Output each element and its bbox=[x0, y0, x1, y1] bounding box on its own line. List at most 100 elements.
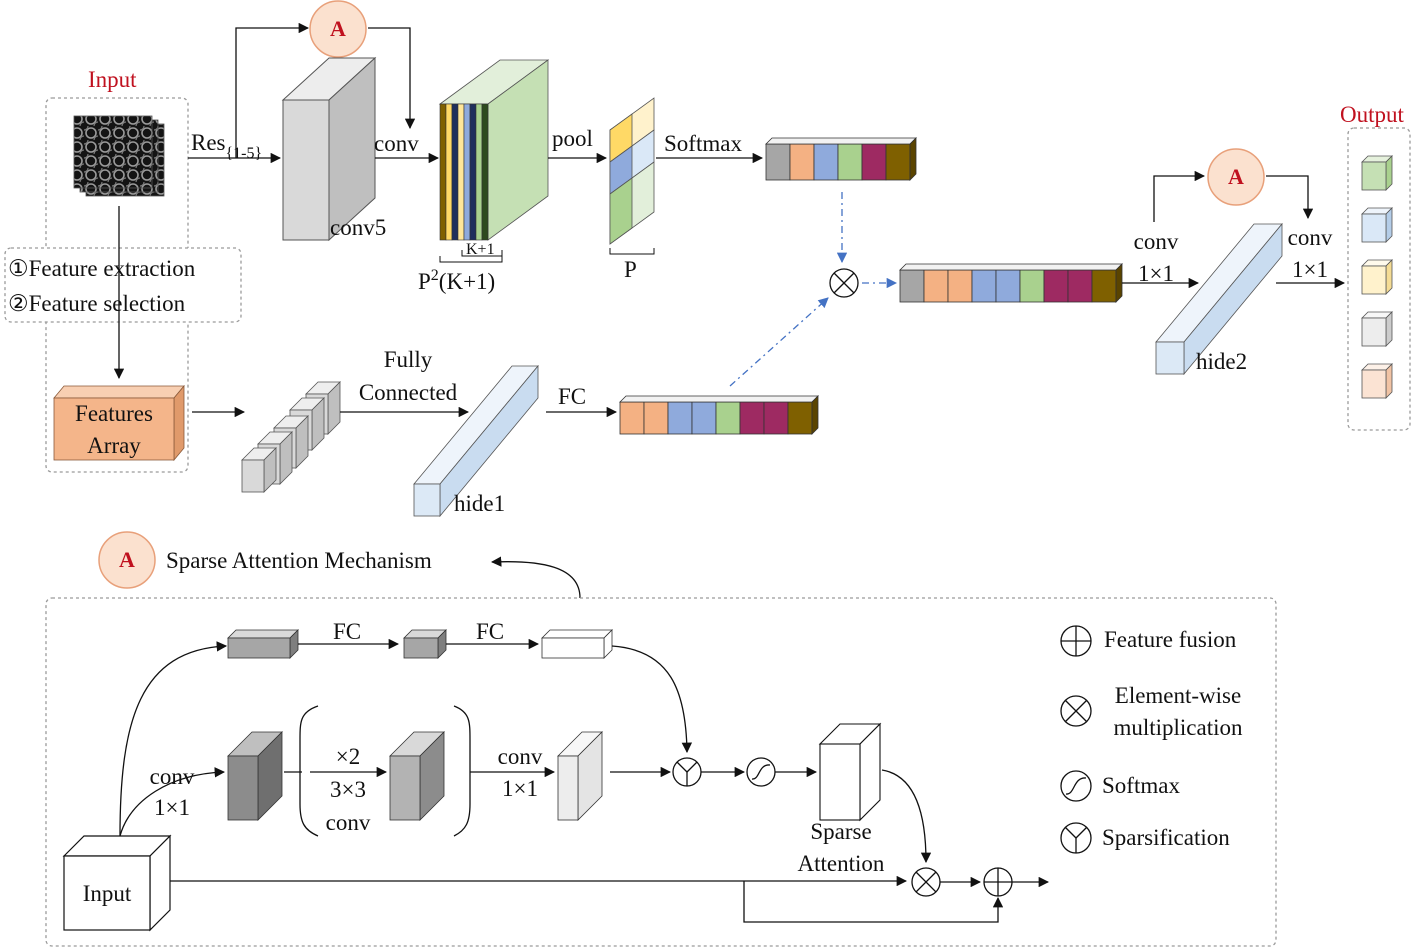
res-label: Res{1-5} bbox=[191, 130, 262, 162]
sparse-attention-line2: Attention bbox=[797, 851, 885, 876]
output-panel bbox=[1347, 127, 1411, 431]
fc2-label: FC bbox=[476, 619, 505, 644]
brace-k1 bbox=[461, 250, 503, 257]
attention-badge-bottom bbox=[98, 531, 156, 589]
fc-block-1 bbox=[227, 629, 299, 659]
arrow-to-title bbox=[490, 556, 581, 599]
legend-sparsify-icon bbox=[1060, 822, 1092, 854]
legend-mult-line1: Element-wise bbox=[1114, 683, 1242, 708]
features-array-block bbox=[53, 384, 185, 462]
mult-circle-top bbox=[829, 268, 859, 298]
repeat-line1: ×2 bbox=[335, 744, 361, 769]
input-bottom-label: Input bbox=[82, 881, 132, 906]
attention-badge-top-label: A bbox=[330, 16, 346, 41]
conv-label: conv bbox=[374, 131, 419, 156]
attention-badge-bottom-label: A bbox=[119, 547, 135, 572]
curve-fc-to-sparsify bbox=[611, 645, 693, 754]
hide1-block bbox=[413, 364, 539, 518]
brace-p bbox=[609, 248, 655, 255]
legend-sparsification-label: Sparsification bbox=[1102, 825, 1230, 850]
arrow-to-right-attention bbox=[1153, 170, 1206, 222]
input-cube-bottom bbox=[62, 834, 172, 932]
pool-label: pool bbox=[552, 126, 593, 151]
conv-block-3 bbox=[557, 731, 603, 821]
fully-connected-line1: Fully bbox=[383, 347, 433, 372]
legend-fusion-icon bbox=[1060, 625, 1092, 657]
conv1x1-right-line2: 1×1 bbox=[1292, 257, 1328, 282]
fc1-label: FC bbox=[333, 619, 362, 644]
sam-title: Sparse Attention Mechanism bbox=[166, 548, 432, 573]
bracket-right bbox=[453, 705, 471, 837]
p2k1-superscript: 2 bbox=[430, 267, 439, 284]
repeat-line3: conv bbox=[325, 810, 371, 835]
output-title: Output bbox=[1340, 102, 1404, 127]
pooled-grid bbox=[609, 97, 655, 245]
fc-block-2 bbox=[403, 629, 447, 659]
vector-top bbox=[765, 137, 917, 181]
k1-label: K+1 bbox=[466, 241, 495, 258]
attention-badge-top bbox=[309, 0, 367, 58]
sam-panel bbox=[45, 597, 1277, 947]
score-maps-stack bbox=[438, 59, 550, 241]
fc-block-3 bbox=[541, 629, 613, 659]
p2k1-main: P bbox=[418, 269, 431, 294]
residual-path bbox=[743, 881, 1004, 923]
softmax-label: Softmax bbox=[664, 131, 742, 156]
conv-bottom-line2: 1×1 bbox=[154, 795, 190, 820]
sparsify-node bbox=[672, 757, 702, 787]
arrow-from-right-attention bbox=[1266, 175, 1314, 220]
conv2-bottom-line1: conv bbox=[497, 744, 543, 769]
sparse-attention-block bbox=[818, 722, 882, 822]
repeat-line2: 3×3 bbox=[330, 777, 366, 802]
curve-to-conv-branch bbox=[119, 767, 226, 837]
conv-block-1 bbox=[227, 731, 283, 821]
conv5-label: conv5 bbox=[330, 215, 387, 240]
legend-mult-line2: multiplication bbox=[1113, 715, 1243, 740]
input-image-stack bbox=[73, 115, 165, 197]
conv2-bottom-line2: 1×1 bbox=[502, 776, 538, 801]
arrow-to-top-attention bbox=[235, 22, 310, 158]
mult-node-bottom bbox=[911, 867, 941, 897]
sparse-attention-line1: Sparse bbox=[810, 819, 872, 844]
softmax-node bbox=[746, 757, 776, 787]
p2k1-label: P2(K+1) bbox=[418, 267, 496, 294]
bracket-left bbox=[299, 705, 319, 837]
legend-softmax-icon bbox=[1060, 770, 1092, 802]
step1-label: ①Feature extraction bbox=[8, 256, 196, 281]
attention-badge-right-label: A bbox=[1228, 164, 1244, 189]
legend-softmax-label: Softmax bbox=[1102, 773, 1180, 798]
conv1x1-right-line1: conv bbox=[1287, 225, 1333, 250]
features-array-line2: Array bbox=[87, 433, 141, 458]
conv1x1-left-line1: conv bbox=[1133, 229, 1179, 254]
brace-p2k1 bbox=[439, 256, 503, 263]
fully-connected-line2: Connected bbox=[358, 380, 458, 405]
hide2-block bbox=[1155, 222, 1283, 376]
vector-lower bbox=[619, 395, 819, 435]
res-subscript: {1-5} bbox=[225, 145, 263, 162]
input-title: Input bbox=[88, 67, 137, 92]
dashdot-arrow-up bbox=[729, 297, 829, 387]
attention-badge-right bbox=[1207, 148, 1265, 206]
features-array-line1: Features bbox=[75, 401, 153, 426]
arrow-from-top-attention bbox=[368, 27, 416, 130]
conv-bottom-line1: conv bbox=[149, 764, 195, 789]
conv-block-2 bbox=[389, 731, 445, 821]
res-text: Res bbox=[191, 130, 226, 155]
legend-mult-icon bbox=[1060, 695, 1092, 727]
p2k1-rest: (K+1) bbox=[438, 269, 496, 294]
vector-combined bbox=[899, 263, 1123, 303]
curve-attention-to-mult bbox=[881, 769, 932, 864]
p-label: P bbox=[624, 257, 637, 282]
cube-chain bbox=[241, 381, 341, 493]
curve-to-fc-branch bbox=[119, 641, 228, 837]
output-cubes bbox=[1361, 155, 1393, 399]
conv5-block bbox=[281, 56, 377, 242]
legend-fusion-label: Feature fusion bbox=[1104, 627, 1237, 652]
fc-label-top: FC bbox=[558, 384, 587, 409]
conv1x1-left-line2: 1×1 bbox=[1138, 261, 1174, 286]
fusion-node-bottom bbox=[983, 867, 1013, 897]
steps-box bbox=[4, 247, 242, 323]
hide1-label: hide1 bbox=[454, 491, 506, 516]
